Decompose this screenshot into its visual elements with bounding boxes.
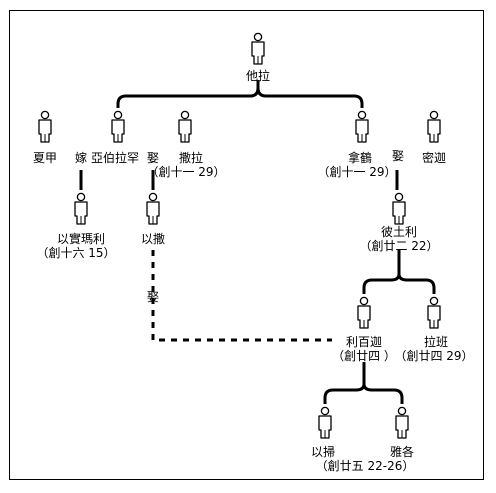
person-icon-terah (251, 32, 265, 65)
ref-rebekah: （創廿四 ） (332, 349, 396, 363)
tree-lines (79, 80, 436, 404)
person-icon-rebekah (357, 296, 371, 329)
person-icon-sarah (178, 110, 192, 143)
label-milcah: 密迦 (422, 150, 446, 165)
relation-marry-nahor: 娶 (392, 149, 404, 163)
diagram-frame (9, 10, 484, 480)
person-icon-laban (427, 296, 441, 329)
ref-bethuel: （創廿二 22） (359, 239, 438, 253)
label-terah: 他拉 (246, 68, 270, 83)
person-icon-ishmael (74, 192, 88, 225)
label-esau: 以掃 (311, 444, 335, 459)
label-laban: 拉班 (424, 334, 448, 349)
relation-marry-isaac: 娶 (147, 290, 159, 304)
label-ishmael: 以實瑪利 (57, 231, 105, 246)
label-rebekah: 利百迦 (346, 335, 382, 349)
label-sarah: 撒拉 (179, 150, 203, 165)
person-icon-bethuel (392, 192, 406, 225)
person-icon-jacob (395, 406, 409, 439)
label-isaac: 以撒 (141, 231, 165, 246)
person-icon-abraham (111, 110, 125, 143)
ref-sarah: （創十一 29） (146, 165, 225, 179)
label-jacob: 雅各 (390, 444, 414, 459)
marriage-line-isaac-rebekah (151, 250, 332, 342)
ref-laban: （創廿四 29） (394, 349, 473, 363)
person-icon-milcah (427, 110, 441, 143)
label-nahor: 拿鶴 (348, 150, 372, 165)
ref-esau-jacob: （創廿五 22-26） (316, 459, 415, 473)
person-icon-nahor (355, 110, 369, 143)
person-icon-esau (318, 406, 332, 439)
label-abraham: 亞伯拉罕 (91, 150, 139, 165)
label-haran: 夏甲 (33, 151, 57, 165)
ref-ishmael: （創十六 15） (36, 246, 115, 260)
person-icon-isaac (146, 192, 160, 225)
label-bethuel: 彼土利 (381, 225, 417, 239)
relation-married-to: 嫁 (75, 150, 87, 165)
person-icon-haran (38, 110, 52, 143)
ref-nahor: （創十一 29） (317, 165, 396, 179)
relation-marry-abraham: 娶 (147, 151, 159, 165)
